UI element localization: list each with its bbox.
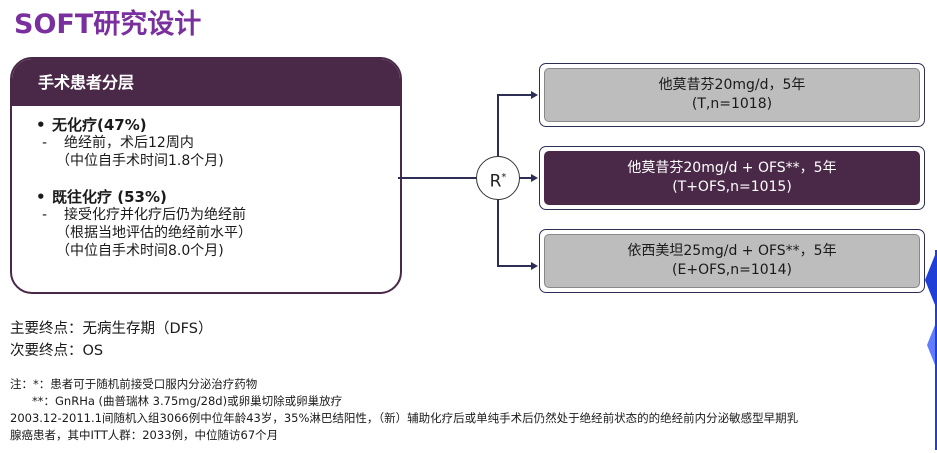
connector-line: [497, 198, 499, 266]
group-prior-chemo-detail: 接受化疗并化疗后仍为绝经前: [38, 206, 400, 224]
arrow-icon: [531, 91, 538, 99]
stratification-body: •无化疗(47%) 绝经前，术后12周内 （中位自手术时间1.8个月) •既往化…: [12, 106, 400, 260]
group-no-chemo-detail: 绝经前，术后12周内: [38, 134, 400, 152]
randomization-node: R*: [476, 156, 520, 200]
arm-line1: 他莫昔芬20mg/d + OFS**，5年: [627, 160, 837, 176]
arm-line2: (E+OFS,n=1014): [672, 262, 792, 278]
arrow-icon: [531, 262, 538, 270]
connector-line: [497, 94, 531, 96]
page-title: SOFT研究设计: [14, 9, 202, 40]
primary-endpoint: 主要终点：无病生存期（DFS）: [10, 321, 213, 337]
footnote: 2003.12-2011.1间随机入组3066例中位年龄43岁，35%淋巴结阳性…: [10, 411, 799, 425]
connector-line: [497, 94, 499, 156]
arm-line2: (T,n=1018): [691, 96, 773, 112]
connector-line: [518, 177, 531, 179]
footnote: **：GnRHa (曲普瑞林 3.75mg/28d)或卵巢切除或卵巢放疗: [32, 394, 343, 408]
arrow-icon: [531, 174, 538, 182]
stratification-box: 手术患者分层 •无化疗(47%) 绝经前，术后12周内 （中位自手术时间1.8个…: [10, 57, 402, 294]
group-no-chemo-title: •无化疗(47%): [36, 116, 147, 134]
arm-tamoxifen-ofs: 他莫昔芬20mg/d + OFS**，5年 (T+OFS,n=1015): [539, 146, 925, 210]
arm-exemestane-ofs: 依西美坦25mg/d + OFS**，5年 (E+OFS,n=1014): [539, 229, 925, 293]
arm-line2: (T+OFS,n=1015): [672, 179, 792, 195]
connector-line: [398, 177, 476, 179]
arm-tamoxifen: 他莫昔芬20mg/d，5年 (T,n=1018): [539, 63, 925, 127]
endpoints: 主要终点：无病生存期（DFS） 次要终点：OS: [10, 318, 212, 362]
group-prior-chemo-title: •既往化疗 (53%): [36, 188, 167, 206]
stratification-header: 手术患者分层: [12, 59, 400, 106]
footnote: 腺癌患者，其中ITT人群：2033例，中位随访67个月: [10, 428, 279, 442]
group-prior-chemo-detail: （根据当地评估的绝经前水平）: [56, 225, 252, 241]
group-no-chemo-detail: （中位自手术时间1.8个月): [56, 153, 224, 169]
connector-line: [497, 265, 531, 267]
group-prior-chemo-detail: （中位自手术时间8.0个月): [56, 243, 224, 259]
footnotes: 注：*：患者可于随机前接受口服内分泌治疗药物 **：GnRHa (曲普瑞林 3.…: [10, 376, 932, 444]
arm-line1: 依西美坦25mg/d + OFS**，5年: [627, 243, 837, 259]
arm-line1: 他莫昔芬20mg/d，5年: [658, 77, 806, 93]
decorative-chevron-icon: [925, 250, 937, 450]
bullet-icon: •: [36, 188, 46, 206]
footnote: 注：*：患者可于随机前接受口服内分泌治疗药物: [10, 377, 258, 391]
bullet-icon: •: [36, 116, 46, 134]
secondary-endpoint: 次要终点：OS: [10, 343, 104, 359]
